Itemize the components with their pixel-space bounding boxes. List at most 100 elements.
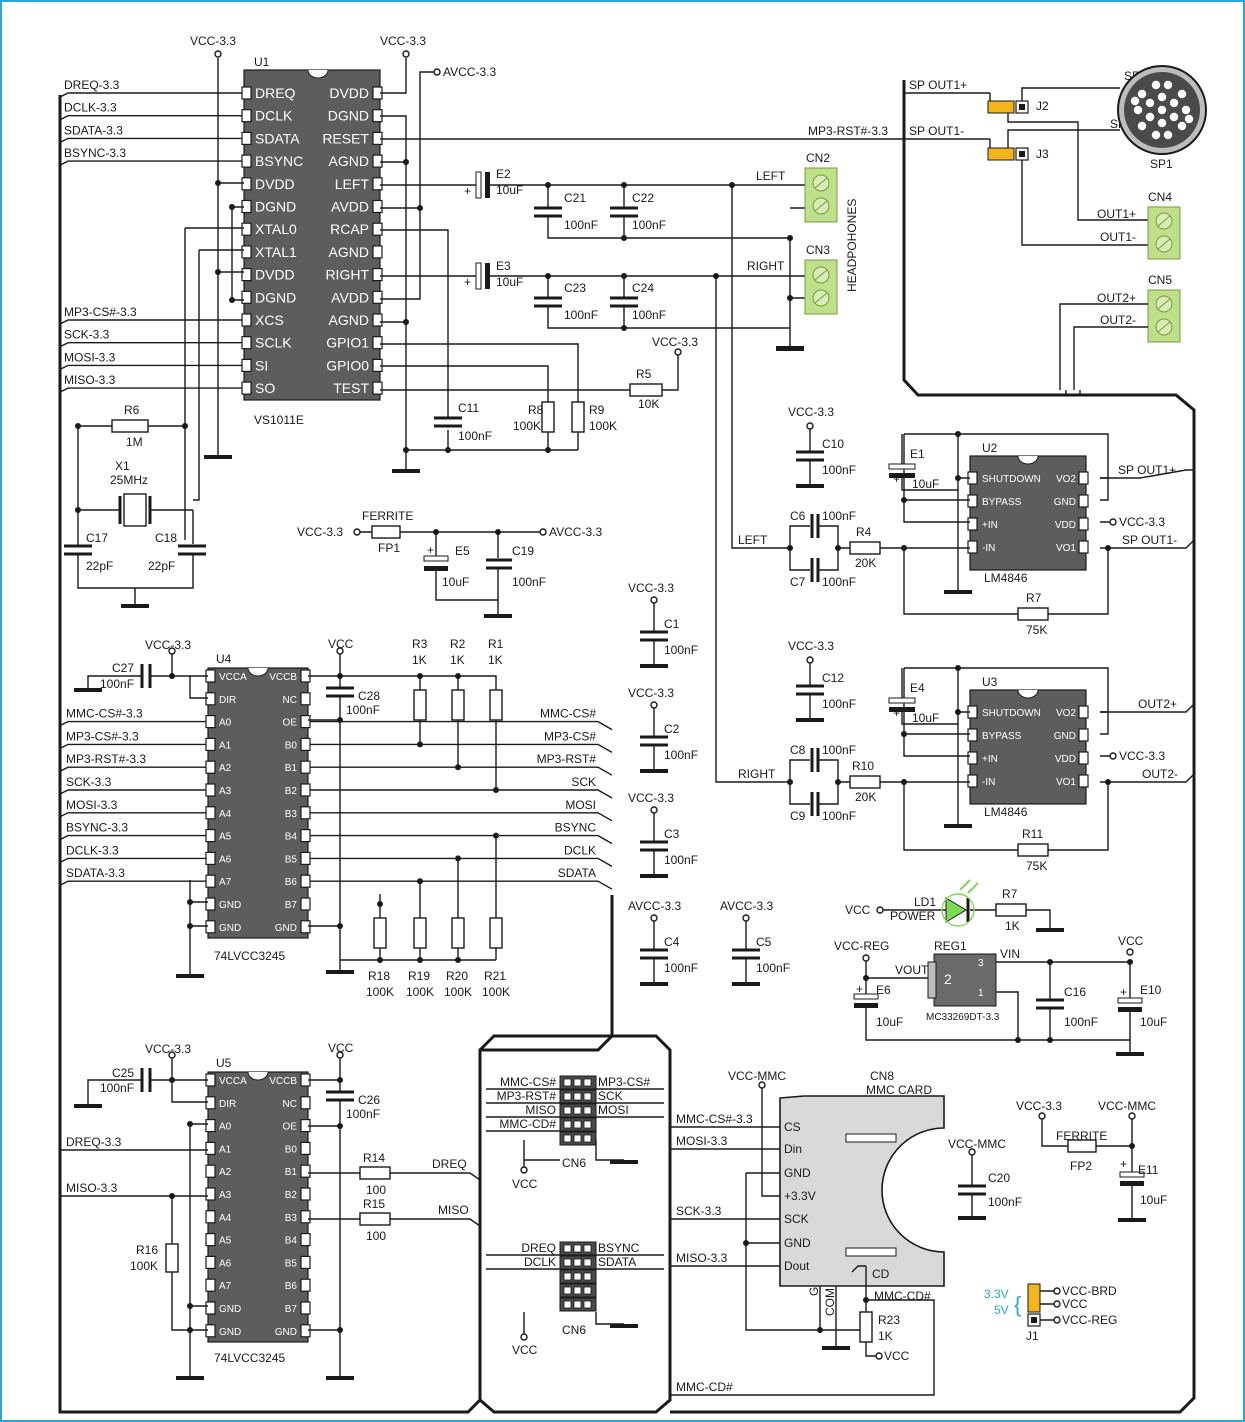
u5-miso-in: MISO-3.3 bbox=[66, 1181, 118, 1195]
e1-val: 10uF bbox=[912, 477, 939, 491]
mmc-pin: Dout bbox=[784, 1259, 810, 1273]
r5-val: 10K bbox=[638, 397, 659, 411]
c12-vcc: VCC-3.3 bbox=[788, 639, 834, 653]
u2-pin-left: +IN bbox=[982, 520, 998, 531]
c16-ref: C16 bbox=[1064, 985, 1086, 999]
u3-pin-left: +IN bbox=[982, 754, 998, 765]
u1-pin-right: DVDD bbox=[329, 85, 369, 101]
cn4-terminal bbox=[1147, 206, 1181, 260]
u4-pin-left: A6 bbox=[219, 854, 232, 865]
c27-val: 100nF bbox=[100, 677, 134, 691]
cn6b-label-left: DCLK bbox=[524, 1255, 556, 1269]
decoupling-val: 100nF bbox=[664, 853, 698, 867]
cn2-ref: CN2 bbox=[806, 151, 830, 165]
decoupling-val: 100nF bbox=[664, 643, 698, 657]
mp3-rst-net: MP3-RST#-3.3 bbox=[808, 124, 888, 138]
c20-val: 100nF bbox=[988, 1195, 1022, 1209]
cn6a-label-right: SCK bbox=[598, 1089, 623, 1103]
cn6a-label-left: MP3-RST# bbox=[497, 1089, 557, 1103]
u4-pullup-val: 1K bbox=[412, 653, 427, 667]
mmc-pin: SCK bbox=[784, 1212, 809, 1226]
u1-pin-left: SDATA bbox=[255, 130, 300, 146]
reg-p1: 1 bbox=[978, 988, 984, 999]
u1-pin-left: DCLK bbox=[255, 108, 293, 124]
u1-pin-left: XTAL1 bbox=[255, 244, 297, 260]
r16-ref: R16 bbox=[136, 1243, 158, 1257]
svg-text:+: + bbox=[856, 982, 863, 996]
u4-pin-left: A1 bbox=[219, 740, 232, 751]
r5-vcc: VCC-3.3 bbox=[652, 335, 698, 349]
u4-pullup-ref: R2 bbox=[450, 637, 466, 651]
mmc-pin: +3.3V bbox=[784, 1189, 816, 1203]
u5-pin-left: A7 bbox=[219, 1281, 232, 1292]
u2-part: LM4846 bbox=[984, 571, 1028, 585]
decoupling-ref: C2 bbox=[664, 722, 680, 736]
r7-val: 75K bbox=[1026, 623, 1047, 637]
u5-pin-right: B7 bbox=[285, 1304, 298, 1315]
u4-pin-right: OE bbox=[283, 718, 298, 729]
u1-pin-right: GPIO0 bbox=[326, 357, 369, 373]
sp-out1m: SP OUT1- bbox=[909, 124, 964, 138]
c27-vcc: VCC-3.3 bbox=[145, 638, 191, 652]
c19-ref: C19 bbox=[512, 544, 534, 558]
u1-pin-right: LEFT bbox=[335, 176, 370, 192]
e2-ref: E2 bbox=[496, 167, 511, 181]
r9-val: 100K bbox=[589, 419, 617, 433]
u3-part: LM4846 bbox=[984, 805, 1028, 819]
c11-val: 100nF bbox=[458, 429, 492, 443]
u1-net-label: MOSI-3.3 bbox=[64, 350, 116, 364]
e10-ref: E10 bbox=[1140, 983, 1162, 997]
board-outline-connector bbox=[478, 1034, 672, 1414]
c12-ref: C12 bbox=[822, 671, 844, 685]
c28-val: 100nF bbox=[346, 703, 380, 717]
u5-vcc: VCC bbox=[328, 1041, 354, 1055]
u1-pin-left: SO bbox=[255, 380, 275, 396]
c10-ref: C10 bbox=[822, 437, 844, 451]
u4-out-net: DCLK bbox=[564, 843, 596, 857]
u4-part: 74LVCC3245 bbox=[214, 949, 285, 963]
u4-pin-left: GND bbox=[219, 923, 241, 934]
decoupling-net: AVCC-3.3 bbox=[628, 899, 681, 913]
u5-pin-left: A1 bbox=[219, 1144, 232, 1155]
r16-val: 100K bbox=[130, 1259, 158, 1273]
u1-net-label: DCLK-3.3 bbox=[64, 101, 117, 115]
u5-ref: U5 bbox=[216, 1056, 232, 1070]
u1-pin-left: XCS bbox=[255, 312, 284, 328]
u4-pin-right: B7 bbox=[285, 900, 298, 911]
fp1-avcc: AVCC-3.3 bbox=[549, 525, 602, 539]
u4-out-net: MP3-RST# bbox=[537, 752, 597, 766]
cn4-m: OUT1- bbox=[1100, 230, 1136, 244]
u4-pin-right: B1 bbox=[285, 763, 298, 774]
speaker-sp1 bbox=[1117, 65, 1207, 155]
c6-ref: C6 bbox=[790, 509, 806, 523]
u1-pin-right: AVDD bbox=[331, 199, 369, 215]
svg-text:+: + bbox=[1120, 985, 1127, 999]
cn6b-ref: CN6 bbox=[562, 1323, 586, 1337]
u4-pin-right: B0 bbox=[285, 740, 298, 751]
u5-pin-right: B6 bbox=[285, 1281, 298, 1292]
u5-pin-right: B5 bbox=[285, 1258, 298, 1269]
cn6a-ref: CN6 bbox=[562, 1156, 586, 1170]
u1-pin-left: DGND bbox=[255, 289, 296, 305]
c27-ref: C27 bbox=[112, 661, 134, 675]
mmc-com: COM bbox=[823, 1288, 837, 1316]
u5-pin-left: A4 bbox=[219, 1213, 232, 1224]
cn6b-label-right: SDATA bbox=[598, 1255, 636, 1269]
u3-in: RIGHT bbox=[738, 767, 776, 781]
u3-pin-right: VDD bbox=[1055, 754, 1076, 765]
r15-ref: R15 bbox=[363, 1197, 385, 1211]
r14-val: 100 bbox=[366, 1183, 386, 1197]
mmc-pin: GND bbox=[784, 1236, 811, 1250]
j1-5v: 5V bbox=[994, 1303, 1009, 1317]
e4-ref: E4 bbox=[910, 681, 925, 695]
sp1-ref: SP1 bbox=[1150, 157, 1173, 171]
cn5-p: OUT2+ bbox=[1097, 291, 1136, 305]
decoupling-net: AVCC-3.3 bbox=[720, 899, 773, 913]
u5-pin-right: B2 bbox=[285, 1190, 298, 1201]
c22-val: 100nF bbox=[632, 218, 666, 232]
r23-ref: R23 bbox=[878, 1313, 900, 1327]
u4-pin-left: DIR bbox=[219, 695, 236, 706]
u4-out-net: BSYNC bbox=[555, 821, 597, 835]
led-r-ref: R7 bbox=[1002, 887, 1018, 901]
